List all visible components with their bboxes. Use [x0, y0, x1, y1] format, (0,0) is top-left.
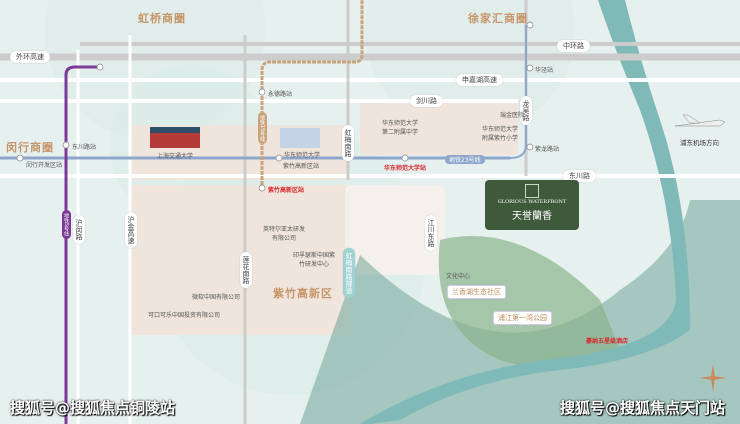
landmark-microsoft: 微软中国有限公司: [192, 294, 241, 301]
zone-xujiahui: 徐家汇商圈: [468, 12, 528, 25]
station-zizhu: 紫竹高新区站: [283, 163, 320, 170]
watermark-right: 搜狐号@搜狐焦点天门站: [560, 399, 726, 417]
road-hongmei-tunnel: 虹梅南路隧道: [343, 248, 355, 298]
airport-direction: 浦东机场方向: [680, 139, 719, 147]
ecnu-station-gate: [280, 128, 320, 148]
metro-line-23-north: [509, 25, 527, 159]
zone-hongqiao: 虹桥商圈: [138, 12, 186, 25]
project-name-cn: 天誉蘭香: [512, 211, 552, 222]
station-yongde: 永德路站: [268, 91, 293, 98]
watermark-left: 搜狐号@搜狐焦点铜陵站: [10, 399, 176, 417]
road-shenjiahu: 申嘉湖高速: [456, 74, 503, 86]
landmark-park: 浦江第一湾公园: [493, 311, 552, 325]
station-dongchuan: 东川路站: [72, 144, 97, 151]
landmark-sjtu: 上海交通大学: [157, 153, 194, 160]
landmark-culture: 文化中心: [446, 273, 471, 280]
road-humin: 沪闵路: [73, 215, 85, 244]
metro-line-15: [260, 0, 364, 190]
station-ecnu: 华东师范大学站: [384, 165, 427, 172]
station-zizhu-red: 紫竹高新区站: [268, 187, 305, 194]
road-hongmei: 虹梅南路: [342, 125, 354, 161]
zone-zizhu: 紫竹高新区: [273, 287, 333, 300]
landmark-ecnu-primary: 华东师范大学附属紫竹小学: [481, 126, 518, 142]
station-zilong: 紫龙路站: [535, 146, 560, 153]
road-waihuan: 外环高速: [10, 51, 50, 63]
metro-line15-label: 地铁15号线: [258, 112, 267, 145]
compass-icon: [699, 364, 727, 392]
road-jianchuan: 剑川路: [410, 95, 443, 107]
metro-line23-label: 地铁23号线: [445, 155, 485, 164]
road-lianhua: 莲花南路: [240, 252, 252, 288]
landmark-ecology: 兰香湖生态社区: [447, 285, 506, 299]
zone-minhang: 闵行商圈: [6, 141, 54, 154]
landmark-cocacola: 可口可乐中国投资有限公司: [148, 312, 221, 319]
landmark-hospital: 瑞金医院: [500, 112, 525, 119]
metro-line5-label: 地铁5号线: [62, 210, 71, 240]
road-hujin: 沪金高速: [125, 212, 137, 248]
station-huajing: 华泾站: [535, 67, 554, 74]
road-zhonghuan: 中环路: [557, 40, 590, 52]
airplane-icon: [674, 114, 726, 127]
road-jiangchuan: 江川东路: [425, 215, 437, 251]
project-card[interactable]: GLORIOUS WATERFRONT 天誉蘭香: [485, 180, 579, 230]
project-logo-icon: [525, 184, 539, 198]
landmark-ecnu-school: 华东师范大学第二附属中学: [381, 120, 418, 136]
project-name-en: GLORIOUS WATERFRONT: [497, 199, 567, 205]
landmark-hotel: 豪纳五星级酒店: [586, 338, 629, 345]
landmark-ecnu: 华东师范大学: [284, 152, 321, 159]
road-longwu: 龙吴路: [520, 96, 532, 125]
sjtu-gate: [150, 130, 200, 148]
road-dongchuan: 东川路: [563, 170, 596, 182]
zizhu-hotel-area: [345, 185, 445, 275]
landmark-intel: 英特尔亚太研发有限公司: [262, 226, 305, 242]
landmark-infosys: 印孚瑟斯中国紫竹研发中心: [292, 252, 335, 268]
metro-line-5: [64, 65, 100, 424]
station-minhang-dev: 闵行开发区站: [26, 162, 63, 169]
